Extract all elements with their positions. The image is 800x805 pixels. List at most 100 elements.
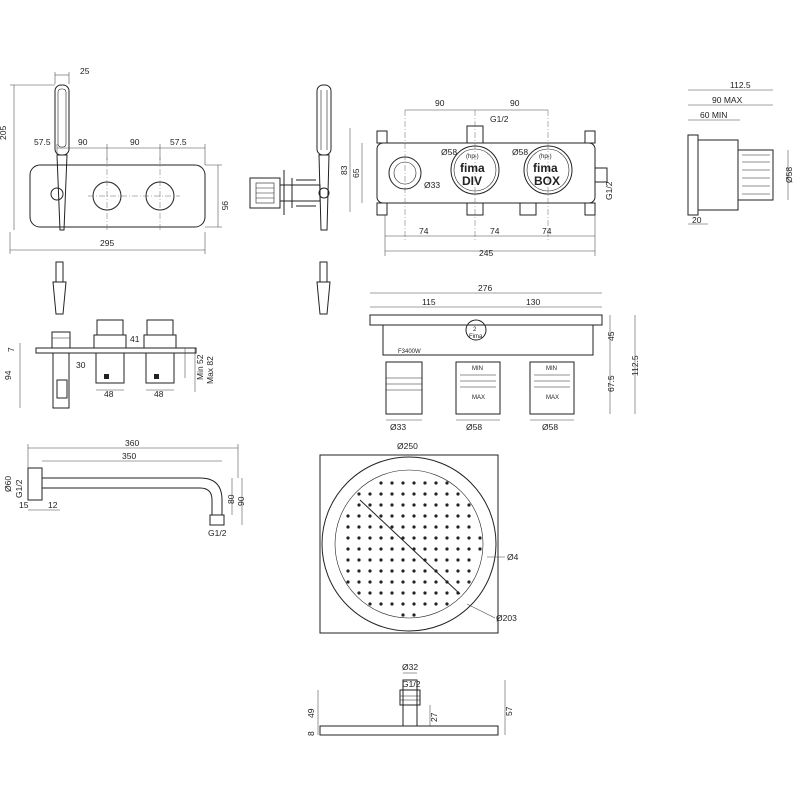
nozzle-dot	[379, 547, 383, 551]
logo-fima-div: fima	[460, 161, 485, 175]
dim-v7-80: 80	[226, 494, 236, 504]
dim-v4-58: Ø58	[784, 167, 794, 183]
nozzle-dot	[379, 558, 383, 562]
handle-icon-a	[52, 281, 67, 315]
body-section-a	[93, 334, 127, 349]
dim-v6-1125: 112.5	[630, 355, 640, 376]
nozzle-dot	[434, 591, 438, 595]
nozzle-dot	[346, 547, 350, 551]
nozzle-dot	[357, 580, 361, 584]
nozzle-dot	[368, 492, 372, 496]
head-divider	[359, 499, 461, 595]
dim-v3-g12: G1/2	[490, 114, 509, 124]
dim-v1-90b: 90	[130, 137, 140, 147]
dim-v1-95: 95	[220, 201, 230, 211]
nozzle-dot	[445, 525, 449, 529]
head-disc	[321, 456, 497, 632]
nozzle-dot	[401, 525, 405, 529]
nozzle-dot	[478, 547, 482, 551]
nozzle-dot	[390, 602, 394, 606]
nozzle-dot	[423, 547, 427, 551]
nozzle-dot	[368, 503, 372, 507]
nozzle-dot	[368, 536, 372, 540]
dim-v6-33: Ø33	[390, 422, 406, 432]
nozzle-dot	[390, 514, 394, 518]
body-side-flange	[687, 134, 699, 216]
logo-box: BOX	[534, 174, 560, 188]
hand-shower-side	[316, 84, 332, 156]
nozzle-dot	[456, 569, 460, 573]
nozzle-dot	[445, 547, 449, 551]
nozzle-dot	[379, 602, 383, 606]
nozzle-dot	[467, 525, 471, 529]
cartridge-section-b	[145, 352, 175, 384]
nozzle-dot	[346, 536, 350, 540]
nozzle-dot	[346, 558, 350, 562]
dim-v1-25: 25	[80, 66, 90, 76]
nozzle-dot	[390, 569, 394, 573]
dim-v1-90a: 90	[78, 137, 88, 147]
view-shower-arm: 360 350 Ø60 G1/2 15 12 80 90 G1/2	[3, 438, 246, 538]
nozzle-dot	[379, 492, 383, 496]
nozzle-dot	[346, 580, 350, 584]
nozzle-dot	[434, 514, 438, 518]
max-label-a: MAX	[472, 395, 485, 401]
plate-section	[35, 347, 197, 354]
nozzle-dot	[357, 514, 361, 518]
nozzle-dot	[412, 580, 416, 584]
dim-v5-48b: 48	[154, 389, 164, 399]
lug-bl	[376, 202, 388, 216]
nozzle-dot	[357, 536, 361, 540]
nozzle-dot	[401, 481, 405, 485]
nozzle-dot	[390, 503, 394, 507]
nozzle-dot	[456, 503, 460, 507]
nozzle-dot	[467, 503, 471, 507]
disc-label-a: 2	[473, 327, 477, 333]
dim-v4-90max: 90 MAX	[712, 95, 743, 105]
nozzle-dot	[368, 591, 372, 595]
max-label-b: MAX	[546, 395, 559, 401]
view-body-front: (hp-) fima DIV (hp-) fima BOX 90 90 G1/2…	[339, 98, 614, 258]
dim-v3-g12-right: G1/2	[604, 181, 614, 200]
nozzle-dot	[401, 492, 405, 496]
dim-v9-32: Ø32	[402, 662, 418, 672]
nozzle-dot	[368, 580, 372, 584]
nozzle-dot	[401, 613, 405, 617]
nozzle-dot	[368, 547, 372, 551]
nozzle-dot	[401, 580, 405, 584]
nozzle-dot	[456, 492, 460, 496]
dim-v5-30: 30	[76, 360, 86, 370]
nozzle-dot	[478, 536, 482, 540]
lug-tr	[584, 130, 596, 144]
nozzle-dot	[357, 492, 361, 496]
logo-div: DIV	[462, 174, 482, 188]
view-shower-head-side: Ø32 G1/2 49 8 27 57	[306, 662, 514, 736]
head-side-nut	[399, 689, 421, 706]
dim-v3-74b: 74	[490, 226, 500, 236]
dim-v3-74c: 74	[542, 226, 552, 236]
dim-v7-350: 350	[122, 451, 136, 461]
dim-v3-74a: 74	[419, 226, 429, 236]
dim-v6-45: 45	[606, 331, 616, 341]
nozzle-dot	[467, 536, 471, 540]
nozzle-dot	[467, 514, 471, 518]
nozzle-dot	[390, 558, 394, 562]
cartridge-low-33	[385, 361, 423, 415]
knob-section-b	[146, 319, 174, 336]
head-nozzles	[346, 481, 482, 617]
dim-v5-max82: Max 82	[205, 356, 215, 384]
knob-section-a	[96, 319, 124, 336]
nozzle-dot	[423, 525, 427, 529]
nozzle-dot	[346, 514, 350, 518]
nozzle-dot	[346, 525, 350, 529]
nozzle-dot	[412, 514, 416, 518]
nozzle-dot	[379, 591, 383, 595]
min-label-b: MIN	[546, 366, 557, 372]
dim-v9-57: 57	[504, 706, 514, 716]
cartridge-low-58a	[455, 361, 501, 415]
dim-v9-g12: G1/2	[402, 679, 421, 689]
view-side-bracket	[249, 84, 332, 231]
nozzle-dot	[434, 569, 438, 573]
dim-v5-min52: Min 52	[195, 354, 205, 380]
